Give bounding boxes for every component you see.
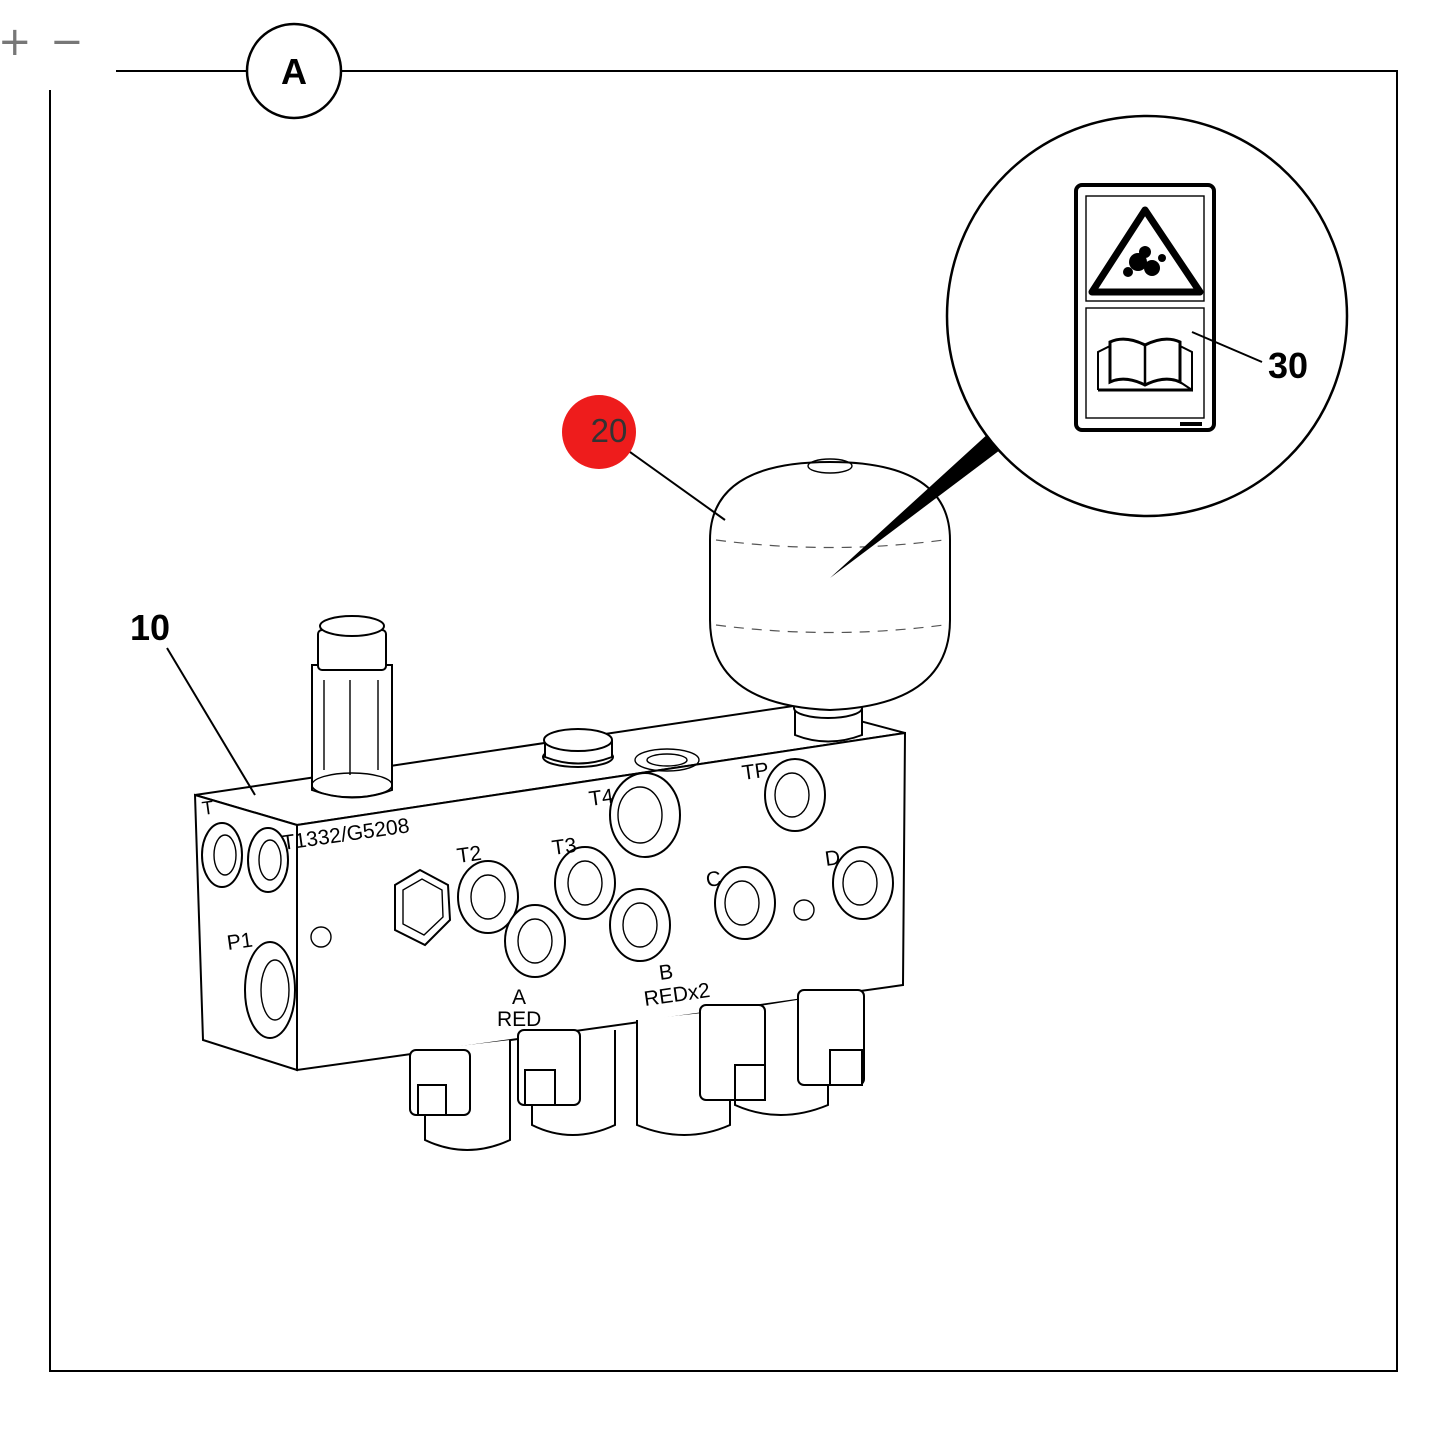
manual-book-icon xyxy=(1097,337,1193,392)
callout-20: 20 xyxy=(591,412,628,449)
detail-bubble xyxy=(830,114,1349,578)
port-label-d: D xyxy=(823,846,841,871)
cartridge-valve xyxy=(311,615,393,799)
warning-triangle-icon xyxy=(1088,206,1204,296)
port-label-t: T xyxy=(201,797,216,819)
port-label-a-red: RED xyxy=(497,1008,541,1031)
port-label-t2: T2 xyxy=(455,842,482,868)
solenoid-coil-1 xyxy=(409,1040,511,1151)
solenoid-coil-5 xyxy=(797,989,865,1086)
view-label-badge: A xyxy=(245,22,343,120)
diagram-frame xyxy=(49,70,1398,1372)
port-t3[interactable] xyxy=(554,846,616,920)
port-label-t4: T4 xyxy=(587,785,615,811)
port-label-c: C xyxy=(704,867,722,892)
accumulator[interactable] xyxy=(709,458,951,712)
zoom-out-button[interactable]: − xyxy=(50,19,84,65)
port-d[interactable] xyxy=(832,846,894,920)
port-t2[interactable] xyxy=(457,860,519,934)
port-label-p1: P1 xyxy=(225,929,254,955)
hex-plug-icon xyxy=(394,868,452,947)
warning-decal[interactable] xyxy=(1074,183,1216,432)
valve-block[interactable] xyxy=(193,615,907,1151)
callout-30[interactable]: 30 xyxy=(1268,345,1308,386)
port-label-a: A xyxy=(512,986,526,1009)
port-t4[interactable] xyxy=(609,772,681,858)
top-hex-cap xyxy=(542,728,614,768)
port-label-tp: TP xyxy=(740,758,770,785)
port-c[interactable] xyxy=(714,866,776,940)
view-label: A xyxy=(281,51,307,92)
solenoid-coil-2 xyxy=(517,1029,616,1136)
zoom-in-button[interactable]: + xyxy=(0,19,32,65)
port-b[interactable] xyxy=(609,888,671,962)
callout-10[interactable]: 10 xyxy=(130,607,170,648)
port-a[interactable] xyxy=(504,904,566,978)
port-label-b: B xyxy=(657,960,674,985)
port-label-t3: T3 xyxy=(550,834,577,860)
callout-20-highlight[interactable]: 20 xyxy=(562,395,636,469)
port-tp[interactable] xyxy=(764,758,826,832)
